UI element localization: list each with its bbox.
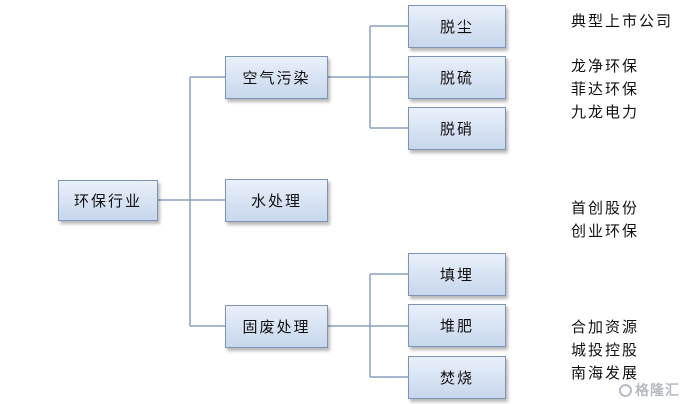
node-landfill: 填埋	[408, 253, 506, 296]
company-item: 创业环保	[571, 222, 640, 240]
companies-solid-list: 合加资源 城投控股 南海发展	[571, 316, 686, 385]
company-item: 首创股份	[571, 199, 640, 217]
node-composting: 堆肥	[408, 304, 506, 347]
node-solid-waste: 固废处理	[225, 305, 328, 348]
company-item: 九龙电力	[571, 103, 640, 121]
node-root: 环保行业	[58, 180, 158, 221]
companies-air-list: 龙净环保 菲达环保 九龙电力	[571, 55, 686, 124]
node-incineration-label: 焚烧	[439, 369, 474, 387]
watermark-text: 格隆汇	[635, 383, 680, 399]
node-incineration: 焚烧	[408, 356, 506, 399]
company-item: 龙净环保	[571, 57, 640, 75]
company-item: 城投控股	[571, 341, 640, 359]
watermark: 格隆汇	[619, 380, 680, 400]
node-denitrification-label: 脱硝	[439, 120, 474, 138]
companies-water-list: 首创股份 创业环保	[571, 197, 686, 243]
node-denitrification: 脱硝	[408, 107, 506, 150]
node-desulfurization-label: 脱硫	[439, 69, 474, 87]
companies-header: 典型上市公司	[571, 10, 686, 33]
node-dedusting-label: 脱尘	[439, 18, 474, 36]
node-water-treatment-label: 水处理	[250, 192, 302, 210]
company-item: 南海发展	[571, 364, 640, 382]
node-water-treatment: 水处理	[225, 179, 328, 222]
company-item: 合加资源	[571, 318, 640, 336]
node-root-label: 环保行业	[73, 192, 142, 210]
company-item: 菲达环保	[571, 80, 640, 98]
watermark-logo-icon	[619, 383, 632, 397]
node-landfill-label: 填埋	[439, 266, 474, 284]
companies-header-text: 典型上市公司	[571, 12, 674, 30]
node-composting-label: 堆肥	[439, 317, 474, 335]
node-dedusting: 脱尘	[408, 5, 506, 48]
node-air-pollution: 空气污染	[225, 56, 328, 99]
node-solid-waste-label: 固废处理	[242, 318, 311, 336]
node-desulfurization: 脱硫	[408, 56, 506, 99]
node-air-pollution-label: 空气污染	[242, 69, 311, 87]
